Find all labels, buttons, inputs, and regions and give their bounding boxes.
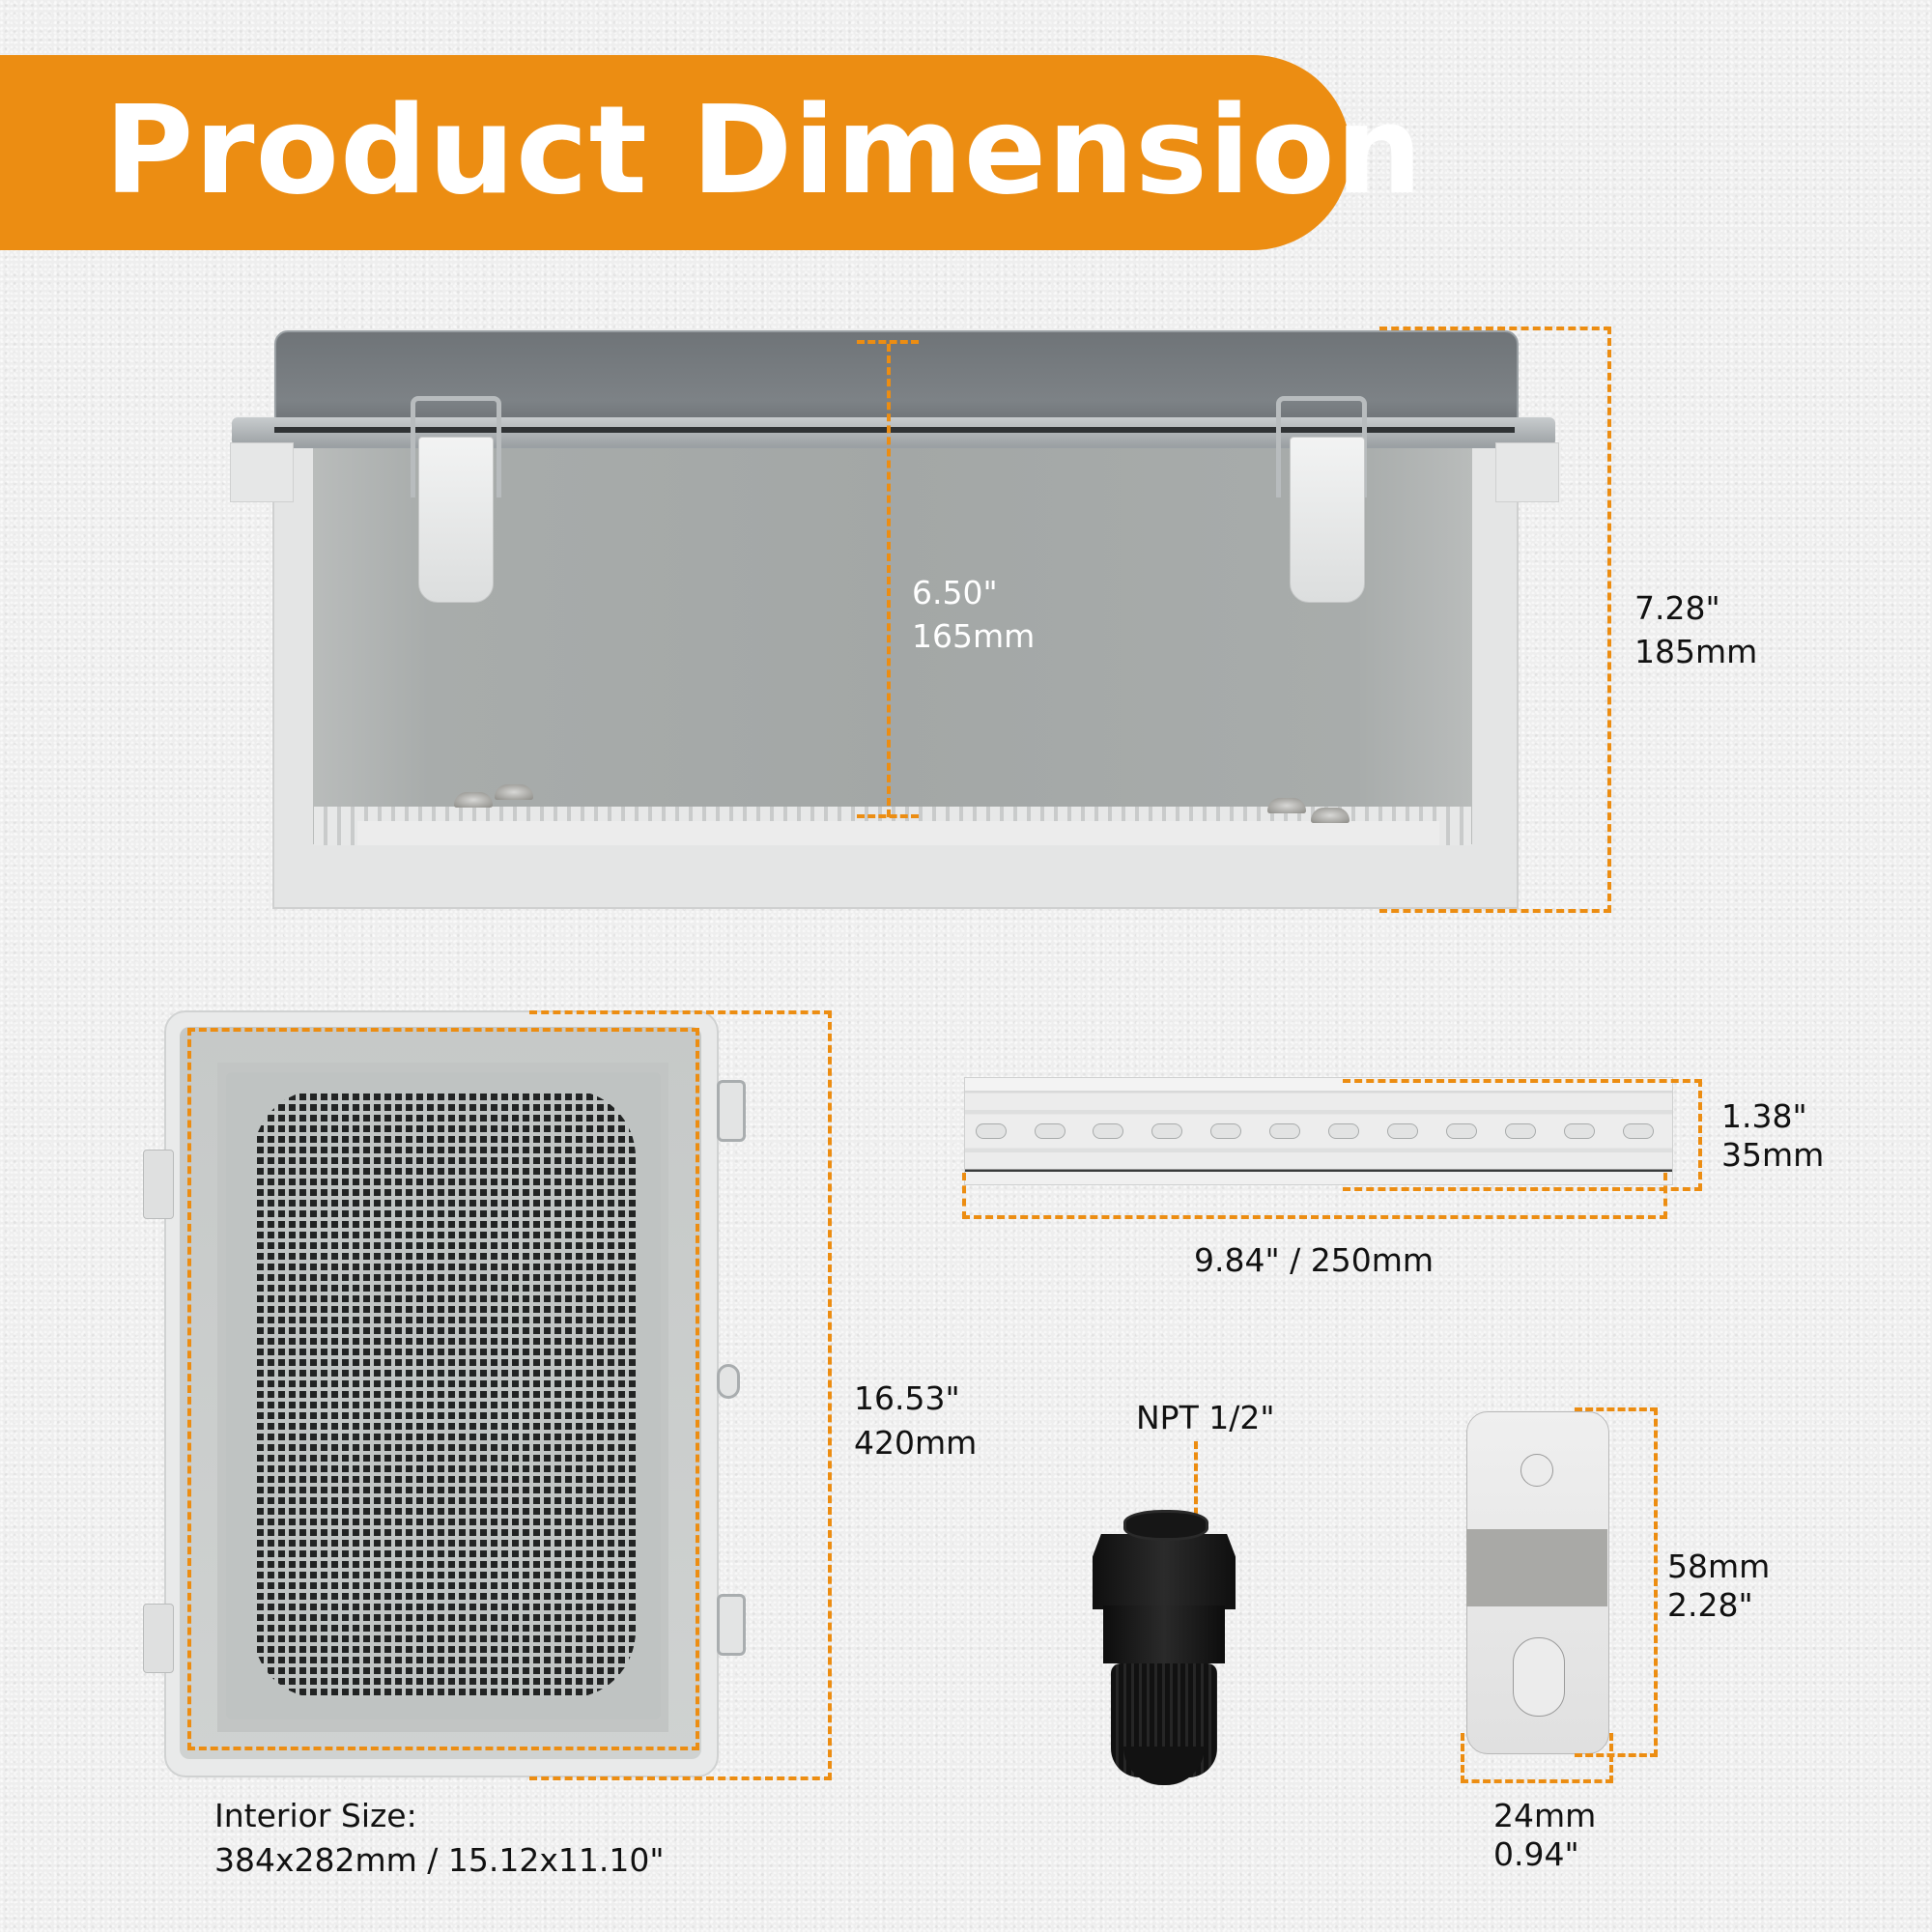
rail-length: 9.84" / 250mm [1194,1241,1435,1279]
overall-length-dimension-box [529,1010,832,1780]
rail-slot [1387,1123,1418,1139]
overall-height-mm: 185mm [1634,633,1758,670]
bracket-slot-hole [1513,1637,1565,1717]
bracket-bend [1466,1529,1607,1606]
enclosure-interior [313,446,1472,844]
rail-slot [1446,1123,1477,1139]
dim-cap-bottom [857,814,919,818]
bracket-round-hole [1520,1454,1553,1487]
left-hinge-ear [230,442,294,502]
din-rail-body [964,1077,1673,1185]
rail-length-dimension-box [962,1173,1667,1219]
rail-slot [976,1123,1007,1139]
rail-slot [1328,1123,1359,1139]
overall-length-inch: 16.53" [854,1379,960,1417]
latch-wire-left [411,396,501,497]
bracket-width-dimension-box [1461,1733,1613,1783]
rail-slot [1035,1123,1065,1139]
rail-slot [1623,1123,1654,1139]
gland-size-label: NPT 1/2" [1136,1399,1275,1436]
rail-slot [1093,1123,1123,1139]
rail-slot [1210,1123,1241,1139]
screw-icon [454,792,493,808]
rail-height-inch: 1.38" [1721,1097,1807,1135]
gland-dimension-line [1194,1441,1198,1526]
bracket-width-inch: 0.94" [1493,1835,1579,1873]
overall-height-inch: 7.28" [1634,589,1720,627]
gland-thread-opening [1123,1510,1208,1541]
screw-icon [1311,808,1350,823]
dim-cap-top [857,340,919,344]
interior-height-mm: 165mm [912,617,1036,655]
overall-length-mm: 420mm [854,1424,978,1462]
rail-slot [1269,1123,1300,1139]
screw-icon [495,784,533,800]
gland-dome [1123,1747,1205,1785]
latch-left[interactable] [418,437,494,603]
perforation-grid [253,1090,636,1698]
bracket-height-dimension-box [1575,1407,1658,1757]
right-hinge-ear [1495,442,1559,502]
rail-slot [1151,1123,1182,1139]
page-title: Product Dimension [104,79,1424,221]
hinge-top [143,1150,174,1219]
interior-height-inch: 6.50" [912,574,998,611]
clasp-bottom[interactable] [717,1594,746,1656]
gland-body [1103,1605,1225,1663]
gland-lock-nut [1093,1534,1236,1609]
rail-height-mm: 35mm [1721,1136,1825,1174]
latch-right[interactable] [1290,437,1365,603]
interior-size-value: 384x282mm / 15.12x11.10" [214,1841,665,1879]
interior-height-dimension-line [887,344,891,817]
lock-tab [717,1364,740,1399]
mounting-plate-front [357,821,1439,845]
rail-slot [1505,1123,1536,1139]
bracket-width-mm: 24mm [1493,1797,1597,1834]
bracket-height-mm: 58mm [1667,1548,1771,1585]
bracket-height-inch: 2.28" [1667,1586,1753,1624]
screw-icon [1267,798,1306,813]
title-banner [0,55,1350,250]
rail-height-dimension-box [1343,1079,1702,1191]
interior-size-label: Interior Size: [214,1797,417,1834]
interior-size-dimension-box [187,1028,699,1750]
clasp-top[interactable] [717,1080,746,1142]
hinge-bottom [143,1604,174,1673]
rail-slot [1564,1123,1595,1139]
overall-height-dimension-box [1379,327,1611,913]
gasket-seal [274,427,1515,433]
